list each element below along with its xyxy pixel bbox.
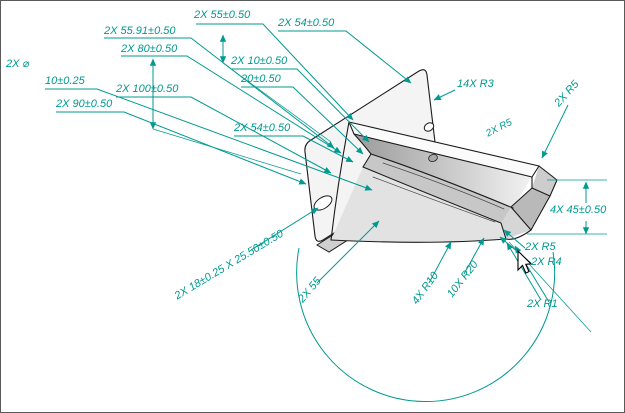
channel-rim-top[interactable] [349, 122, 539, 177]
leader-dim-dia[interactable] [45, 88, 373, 191]
model-edges [330, 121, 558, 243]
leader-dim-2x-r1-a[interactable] [506, 242, 542, 301]
dim-diameter-value[interactable]: 10±0.25 [45, 75, 85, 87]
dim-2x-90[interactable]: 2X 90±0.50 [56, 98, 113, 110]
extension-line-1 [152, 128, 302, 175]
leader-dim-2x-r5-right[interactable] [503, 229, 526, 249]
dim-diameter-prefix[interactable]: 2X ⌀ [6, 58, 30, 70]
leader-dim-14x-r3[interactable] [433, 89, 456, 101]
leader-dim-10x-r20[interactable] [463, 237, 485, 275]
dim-2x-55-top[interactable]: 2X 55±0.50 [194, 9, 251, 21]
leader-dim-54-top[interactable] [278, 30, 412, 84]
leader-dim-90[interactable] [56, 111, 307, 185]
radius-reference-arc[interactable] [296, 247, 556, 403]
leader-dim-100[interactable] [116, 96, 332, 174]
dim-2x-r5-right[interactable]: 2X R5 [525, 241, 556, 253]
leader-dim-slot[interactable] [250, 207, 319, 251]
dim-2x-100[interactable]: 2X 100±0.50 [116, 83, 179, 95]
dim-2x-10[interactable]: 2X 10±0.50 [231, 55, 288, 67]
dim-14x-r3[interactable]: 14X R3 [457, 78, 494, 90]
dim-4x-45[interactable]: 4X 45±0.50 [550, 204, 607, 216]
channel-scoop[interactable] [354, 134, 532, 208]
dim-20[interactable]: 20±0.50 [241, 73, 281, 85]
channel-trough[interactable] [363, 154, 513, 223]
trough-hole[interactable] [428, 153, 439, 163]
bracket-model[interactable] [304, 69, 558, 253]
dimension-leader-lines[interactable] [45, 23, 607, 403]
dim-2x-54-mid[interactable]: 2X 54±0.50 [234, 122, 291, 134]
mouse-cursor-icon [517, 249, 533, 274]
dim-2x-r1[interactable]: 2X R1 [527, 298, 558, 310]
dim-2x-5591[interactable]: 2X 55.91±0.50 [104, 25, 176, 37]
hook-end-cap[interactable] [532, 166, 557, 196]
dim-2x-54-top[interactable]: 2X 54±0.50 [278, 17, 335, 29]
dim-2x-r4[interactable]: 2X R4 [531, 256, 562, 268]
leader-dim-80[interactable] [121, 55, 342, 154]
leader-dim-5591[interactable] [104, 37, 335, 149]
leader-dim-54-mid[interactable] [234, 135, 354, 163]
leader-dim-2x-55[interactable] [316, 220, 380, 284]
dim-2x-80[interactable]: 2X 80±0.50 [121, 43, 178, 55]
leader-dim-2x-r5-top[interactable] [541, 104, 569, 159]
leader-dim-10-05[interactable] [231, 68, 370, 143]
plate-round-hole-upper[interactable] [423, 121, 436, 133]
leader-dim-4x-r10[interactable] [428, 241, 452, 284]
extension-line-2 [222, 62, 332, 143]
leader-dim-20[interactable] [241, 86, 364, 155]
leader-dim-55-top[interactable] [196, 23, 354, 121]
